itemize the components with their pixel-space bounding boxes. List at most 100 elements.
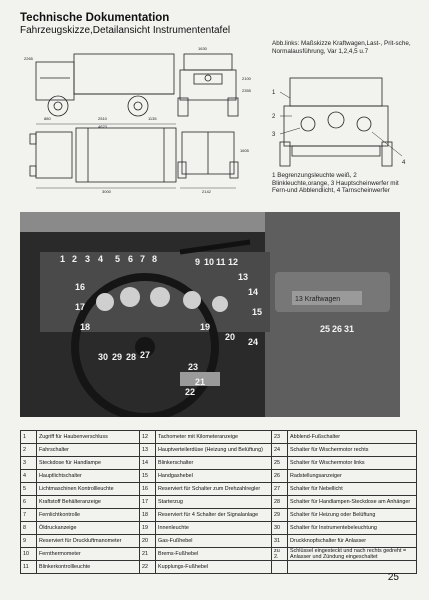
- dim-label: 1135: [148, 116, 157, 121]
- dashboard-photo: 13 Kraftwagen 1 2 3 4 5 6 7 8 9 10 11 12…: [20, 212, 400, 417]
- photo-callout: 3: [85, 254, 91, 264]
- legend-text: Kraftstoff Behälteranzeige: [36, 495, 140, 509]
- photo-callout: 22: [185, 387, 196, 397]
- legend-text: Brems-Fußhebel: [155, 547, 272, 561]
- dim-label: 1605: [240, 148, 250, 153]
- photo-callout: 24: [248, 337, 259, 347]
- legend-number: 23: [271, 430, 288, 444]
- photo-callout: 23: [188, 362, 199, 372]
- dim-label: 2100: [242, 76, 252, 81]
- legend-number: 10: [20, 547, 37, 561]
- legend-text: Schalter für Nebellicht: [287, 482, 417, 496]
- photo-callout: 11: [216, 257, 226, 267]
- legend-number: 27: [271, 482, 288, 496]
- photo-callout: 4: [98, 254, 104, 264]
- legend-text: Reserviert für Schalter zum Drehzahlregl…: [155, 482, 272, 496]
- legend-text: Schalter für Wischermotor links: [287, 456, 417, 470]
- legend-text: Reserviert für 4 Schalter der Signalanla…: [155, 508, 272, 522]
- photo-callout: 14: [248, 287, 259, 297]
- photo-callout: 20: [225, 332, 236, 342]
- dim-label: 2265: [24, 56, 34, 61]
- legend-number: 18: [139, 508, 156, 522]
- legend-number: 21: [139, 547, 156, 561]
- legend-number: 28: [271, 495, 288, 509]
- legend-number: 31: [271, 534, 288, 548]
- page-subtitle: Fahrzeugskizze,Detailansicht Instrumente…: [20, 25, 231, 36]
- photo-callout: 16: [75, 282, 86, 292]
- legend-text: Blinkerschalter: [155, 456, 272, 470]
- callout-label: 1: [272, 90, 276, 96]
- callout-label: 2: [272, 114, 276, 120]
- legend-number: 13: [139, 443, 156, 457]
- photo-callout: 9: [195, 257, 201, 267]
- legend-number: 9: [20, 534, 37, 548]
- legend-text: Kupplungs-Fußhebel: [155, 560, 272, 574]
- legend-text: Schalter für Heizung oder Belüftung: [287, 508, 417, 522]
- photo-callout: 26: [332, 324, 343, 334]
- legend-number: [271, 560, 288, 574]
- legend-number: 3: [20, 456, 37, 470]
- legend-text: Blinkerkontrollleuchte: [36, 560, 140, 574]
- dim-label: 880: [44, 116, 51, 121]
- vehicle-plate: 13 Kraftwagen: [295, 296, 340, 303]
- photo-callout: 15: [252, 307, 263, 317]
- legend-number: 16: [139, 482, 156, 496]
- photo-callout: 30: [98, 352, 109, 362]
- photo-callout: 2: [72, 254, 78, 264]
- dim-label: 4623: [98, 124, 108, 129]
- photo-callout: 28: [126, 352, 137, 362]
- page-number: 25: [387, 572, 399, 583]
- photo-callout: 19: [200, 322, 211, 332]
- photo-callout: 18: [80, 322, 91, 332]
- photo-callout: 1: [60, 254, 66, 264]
- legend-number: 8: [20, 521, 37, 535]
- legend-text: Schalter für Handlampen-Steckdose am Anh…: [287, 495, 417, 509]
- photo-callout: 31: [344, 324, 355, 334]
- front-view-sketch: 1 2 3 4: [262, 72, 412, 172]
- photo-callout: 29: [112, 352, 123, 362]
- legend-text: Gas-Fußhebel: [155, 534, 272, 548]
- dim-label: 2355: [242, 88, 252, 93]
- legend-number: 30: [271, 521, 288, 535]
- legend-text: Innenleuchte: [155, 521, 272, 535]
- dim-label: 2510: [98, 116, 108, 121]
- legend-text: Öldruckanzeige: [36, 521, 140, 535]
- legend-text: Fahrschalter: [36, 443, 140, 457]
- legend-text: Schalter für Instrumentebeleuchtung: [287, 521, 417, 535]
- legend-text: Tachometer mit Kilometeranzeige: [155, 430, 272, 444]
- vehicle-dimension-sketch: 2265 880 2510 4623 1135 1630 2100 2355 3…: [18, 40, 258, 195]
- dim-label: 3000: [102, 189, 112, 194]
- legend-text: Druckknopfschalter für Anlasser: [287, 534, 417, 548]
- legend-text: Hauptlichtschalter: [36, 469, 140, 483]
- photo-callout: 10: [204, 257, 215, 267]
- page-title: Technische Dokumentation: [20, 12, 170, 24]
- legend-text: Schalter für Wischermotor rechts: [287, 443, 417, 457]
- legend-text: Hauptverteilerdüse (Heizung und Belüftun…: [155, 443, 272, 457]
- photo-callout: 5: [115, 254, 121, 264]
- photo-callout: 17: [75, 302, 86, 312]
- legend-number: 1: [20, 430, 37, 444]
- legend-number: 11: [20, 560, 37, 574]
- legend-number: 19: [139, 521, 156, 535]
- legend-text: Abblend-Fußschalter: [287, 430, 417, 444]
- dim-label: 2142: [202, 189, 212, 194]
- photo-callout: 7: [140, 254, 146, 264]
- legend-text: Lichtmaschinen Kontrollleuchte: [36, 482, 140, 496]
- legend-number: 12: [139, 430, 156, 444]
- legend-text: Fernlichtkontrolle: [36, 508, 140, 522]
- photo-callout: 25: [320, 324, 331, 334]
- legend-number: 14: [139, 456, 156, 470]
- legend-text: Zugriff für Haubenverschluss: [36, 430, 140, 444]
- legend-text: Radstellungsanzeiger: [287, 469, 417, 483]
- legend-number: 20: [139, 534, 156, 548]
